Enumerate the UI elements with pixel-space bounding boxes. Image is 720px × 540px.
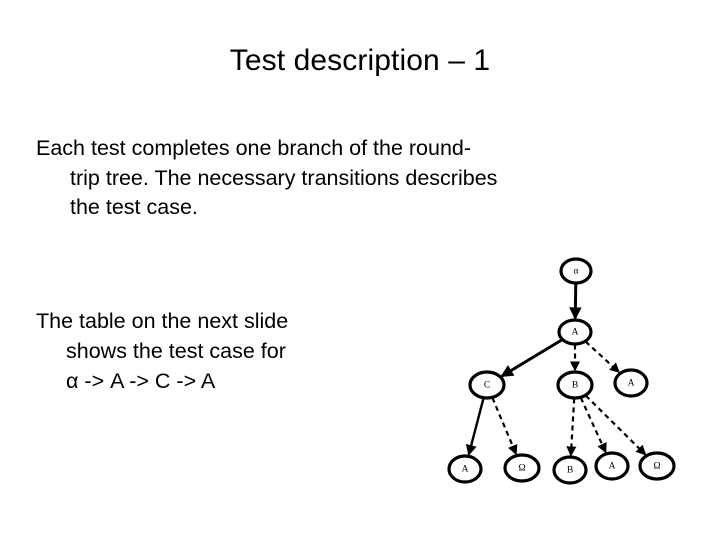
- tree-node-n9[interactable]: Ω: [638, 451, 676, 481]
- tree-node-label: A: [628, 379, 635, 389]
- tree-node-shape: [503, 453, 541, 483]
- tree-node-shape: [447, 454, 483, 484]
- tree-edge-n1-to-n4: [584, 340, 620, 373]
- tree-node-n8[interactable]: A: [594, 451, 630, 481]
- tree-svg: αA C B A A Ω B A Ω: [447, 257, 676, 485]
- tree-edge-n3-to-n7: [566, 398, 577, 457]
- tree-edge-layer: [465, 283, 647, 457]
- paragraph-1-line-1: Each test completes one branch of the ro…: [36, 136, 472, 160]
- tree-node-label: A: [609, 462, 616, 472]
- tree-node-n0[interactable]: α: [559, 257, 593, 285]
- tree-node-label: Ω: [518, 464, 525, 474]
- body-paragraph-2: The table on the next slide shows the te…: [36, 306, 466, 396]
- tree-edge-n2-to-n6: [491, 397, 518, 456]
- tree-node-n7[interactable]: B: [552, 455, 588, 485]
- tree-edge-n1-to-n2: [500, 338, 563, 378]
- tree-node-shape: [557, 318, 593, 346]
- tree-node-shape: [556, 370, 594, 400]
- tree-node-n1[interactable]: A: [557, 318, 593, 346]
- tree-node-label: A: [462, 465, 469, 475]
- tree-node-shape: [552, 455, 588, 485]
- paragraph-1-text: Each test completes one branch of the ro…: [36, 134, 668, 223]
- tree-edge-n2-to-n5: [465, 397, 485, 456]
- tree-node-shape: [468, 370, 506, 400]
- tree-node-label: B: [567, 466, 573, 476]
- tree-node-n3[interactable]: B: [556, 370, 594, 400]
- tree-node-layer: αA C B A A Ω B A Ω: [447, 257, 676, 485]
- tree-node-shape: [638, 451, 676, 481]
- tree-node-label: A: [572, 328, 579, 338]
- tree-node-n2[interactable]: C: [468, 370, 506, 400]
- tree-node-n4[interactable]: A: [613, 368, 649, 398]
- page-title: Test description – 1: [229, 44, 491, 77]
- tree-edge-n3-to-n9: [584, 394, 647, 456]
- paragraph-2-line-3: α -> A -> C -> A: [66, 369, 216, 394]
- tree-node-shape: [613, 368, 649, 398]
- tree-edge-n0-to-n1: [569, 283, 582, 320]
- tree-node-n5[interactable]: A: [447, 454, 483, 484]
- paragraph-2-line-1: The table on the next slide: [36, 309, 289, 333]
- paragraph-1-line-3: the test case.: [70, 195, 198, 220]
- tree-node-label: α: [574, 267, 579, 277]
- tree-node-shape: [559, 257, 593, 285]
- paragraph-1-line-2: trip tree. The necessary transitions des…: [70, 165, 498, 190]
- tree-edge-n3-to-n8: [579, 397, 607, 454]
- tree-node-label: Ω: [653, 462, 660, 472]
- body-paragraph-1: Each test completes one branch of the ro…: [36, 134, 668, 223]
- tree-node-shape: [594, 451, 630, 481]
- tree-node-label: B: [572, 381, 578, 391]
- paragraph-2-line-2: shows the test case for: [66, 339, 286, 364]
- tree-node-n6[interactable]: Ω: [503, 453, 541, 483]
- tree-node-label: C: [484, 381, 490, 391]
